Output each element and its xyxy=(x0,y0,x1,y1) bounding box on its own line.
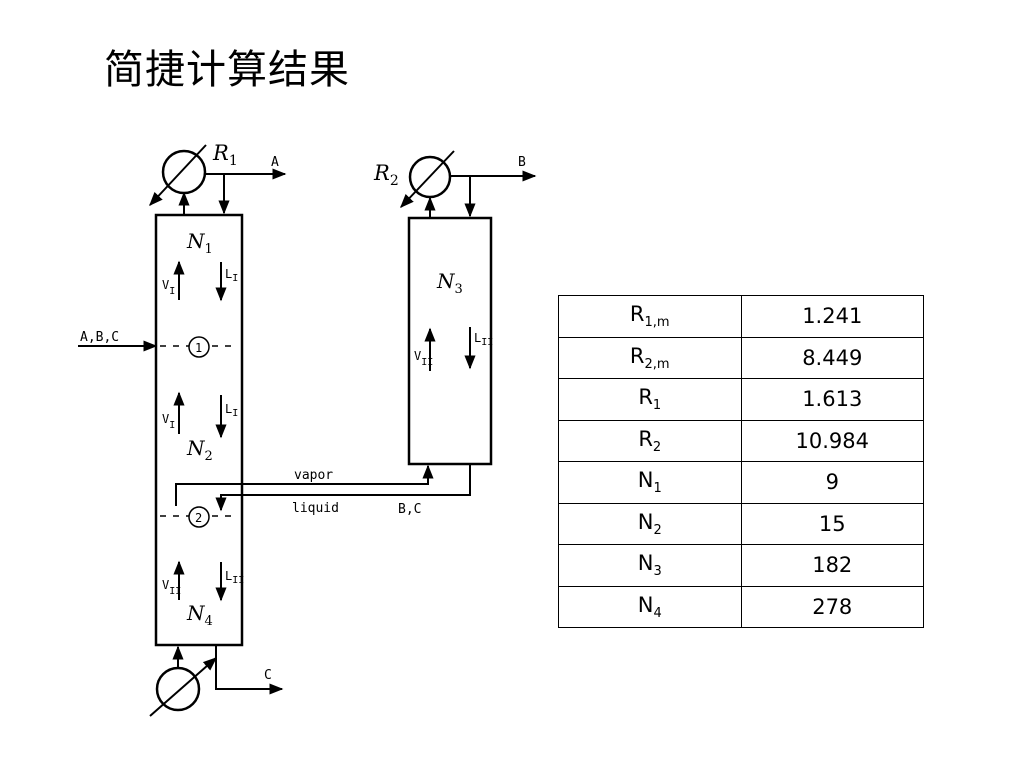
flow-v1-label: VI xyxy=(162,278,175,297)
parameter-name-cell: N3 xyxy=(558,544,742,587)
parameter-name-cell: R1 xyxy=(558,378,742,421)
parameter-subscript: 2 xyxy=(652,439,662,455)
condenser-1-icon xyxy=(149,144,207,207)
product-c-label: C xyxy=(264,668,272,683)
parameter-symbol: R xyxy=(629,343,645,368)
parameter-subscript: 1,m xyxy=(644,315,670,331)
parameter-name-cell: R1,m xyxy=(558,295,742,338)
section-n4-label: N4 xyxy=(186,601,213,629)
vapor-label: vapor xyxy=(294,468,333,483)
flow-l4-label: LII xyxy=(225,569,244,586)
parameter-subscript: 4 xyxy=(653,605,662,621)
parameter-symbol: R xyxy=(629,302,645,327)
flow-v3-label: VII xyxy=(414,349,433,368)
side-stream-label: B,C xyxy=(398,502,421,517)
parameter-value-cell: 15 xyxy=(740,502,924,545)
flow-v4-label: VII xyxy=(162,578,181,597)
liquid-connection-line xyxy=(215,464,471,512)
parameter-name-cell: R2 xyxy=(558,419,742,462)
parameter-value-cell: 1.241 xyxy=(740,295,924,338)
parameter-symbol: N xyxy=(637,551,654,576)
condenser-2-label: R2 xyxy=(373,161,399,189)
section-n1-label: N1 xyxy=(186,229,213,257)
flow-l3-label: LII xyxy=(474,331,493,348)
stage-2-number: 2 xyxy=(195,511,202,525)
slide-title: 简捷计算结果 xyxy=(104,47,350,93)
parameter-subscript: 2 xyxy=(653,522,662,538)
parameter-subscript: 3 xyxy=(653,564,662,580)
vapor-connection-line xyxy=(175,464,434,506)
side-column xyxy=(407,216,493,466)
parameter-value-cell: 278 xyxy=(740,585,924,628)
product-b-label: B xyxy=(518,155,526,170)
r2-reflux-line xyxy=(450,175,476,218)
section-n3-label: N3 xyxy=(436,269,463,297)
parameter-value-cell: 8.449 xyxy=(740,336,924,379)
stage-1-number: 1 xyxy=(195,341,202,355)
condenser-1-label: R1 xyxy=(212,141,238,169)
parameter-subscript: 1 xyxy=(652,398,662,414)
parameter-symbol: N xyxy=(637,509,654,534)
feed-label: A,B,C xyxy=(80,330,119,345)
product-a-label: A xyxy=(271,155,279,170)
parameter-subscript: 1 xyxy=(653,481,662,497)
parameter-name-cell: N2 xyxy=(558,502,742,545)
parameter-name-cell: N4 xyxy=(558,585,742,628)
parameter-name-cell: R2,m xyxy=(558,336,742,379)
stage-1-marker xyxy=(188,336,210,358)
parameter-name-cell: N1 xyxy=(558,461,742,504)
r1-reflux-line xyxy=(205,173,230,215)
flow-l2-label: LI xyxy=(225,402,238,419)
parameter-subscript: 2,m xyxy=(644,356,670,372)
parameter-symbol: R xyxy=(638,385,653,410)
bottom-product-line xyxy=(215,645,284,695)
parameter-value-cell: 182 xyxy=(740,544,924,587)
liquid-label: liquid xyxy=(292,501,339,516)
stage-2-marker xyxy=(188,506,210,528)
flow-v2-label: VI xyxy=(162,412,175,431)
parameter-symbol: R xyxy=(638,426,653,451)
parameter-value-cell: 10.984 xyxy=(740,419,924,462)
condenser-2-icon xyxy=(400,150,455,209)
parameter-symbol: N xyxy=(637,468,654,493)
reboiler-icon xyxy=(149,657,218,717)
parameter-value-cell: 1.613 xyxy=(740,378,924,421)
flow-l1-label: LI xyxy=(225,267,238,284)
main-column xyxy=(154,213,244,647)
parameter-symbol: N xyxy=(637,592,654,617)
section-n2-label: N2 xyxy=(186,436,213,464)
parameter-value-cell: 9 xyxy=(740,461,924,504)
